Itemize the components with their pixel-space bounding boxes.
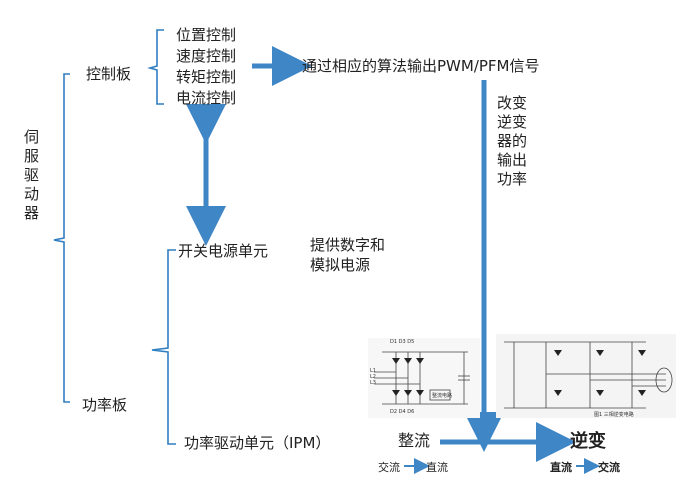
control-item-speed: 速度控制 xyxy=(176,47,237,65)
psu-note-line1: 提供数字和 xyxy=(310,236,386,254)
circuit-label-phase-l2: L2 xyxy=(370,374,376,380)
psu-note-line2: 模拟电源 xyxy=(310,256,371,274)
circuit-label-phase-l1: L1 xyxy=(370,368,376,374)
circuit-label-diodes-bottom: D2 D4 D6 xyxy=(390,409,415,415)
rectifier-to: 直流 xyxy=(426,461,448,474)
switch-psu-label: 开关电源单元 xyxy=(178,242,269,260)
power-bracket xyxy=(151,249,176,445)
rectifier-from: 交流 xyxy=(378,461,400,474)
inverter-label: 逆变 xyxy=(570,431,606,452)
algorithm-output-text: 通过相应的算法输出PWM/PFM信号 xyxy=(302,57,540,75)
inverter-from: 直流 xyxy=(550,461,572,474)
ipm-label: 功率驱动单元（IPM） xyxy=(184,434,331,452)
inverter-to: 交流 xyxy=(598,461,620,474)
power-board-label: 功率板 xyxy=(82,396,128,414)
circuit-label-diodes-top: D1 D3 D5 xyxy=(390,339,415,345)
control-item-current: 电流控制 xyxy=(176,89,237,107)
root-label: 伺服驱动器 xyxy=(24,128,40,222)
inverter-note: 改变逆变器的输出功率 xyxy=(497,94,528,188)
control-board-label: 控制板 xyxy=(86,65,132,83)
inverter-circuit-image xyxy=(496,334,676,418)
control-item-position: 位置控制 xyxy=(176,26,237,44)
control-item-torque: 转矩控制 xyxy=(176,68,237,86)
rectifier-circuit-image xyxy=(368,338,480,418)
control-bracket xyxy=(147,29,164,105)
inverter-circuit-caption: 图1 三相逆变电路 xyxy=(594,412,634,418)
rectifier-label: 整流 xyxy=(398,431,431,450)
circuit-label-box: 整流电路 xyxy=(432,393,453,399)
root-bracket xyxy=(53,73,70,403)
circuit-label-phase-l3: L3 xyxy=(370,380,376,386)
